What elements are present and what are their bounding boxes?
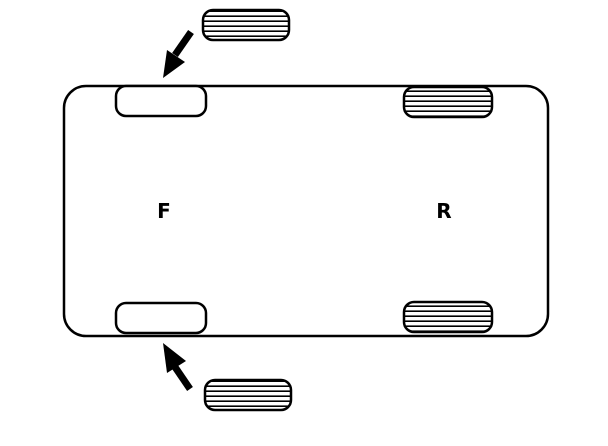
front-label: F	[157, 199, 171, 223]
top-new-tire-icon	[201, 8, 291, 42]
bottom-arrow-icon	[163, 343, 193, 391]
bottom-new-tire-icon	[203, 378, 293, 412]
front-left-tire-position	[114, 84, 208, 118]
vehicle-body	[62, 84, 550, 338]
rear-label: R	[436, 199, 451, 223]
top-arrow-icon	[163, 30, 194, 78]
front-right-tire-position	[114, 301, 208, 335]
rear-right-tire-icon	[402, 300, 494, 334]
rear-left-tire-icon	[402, 85, 494, 119]
